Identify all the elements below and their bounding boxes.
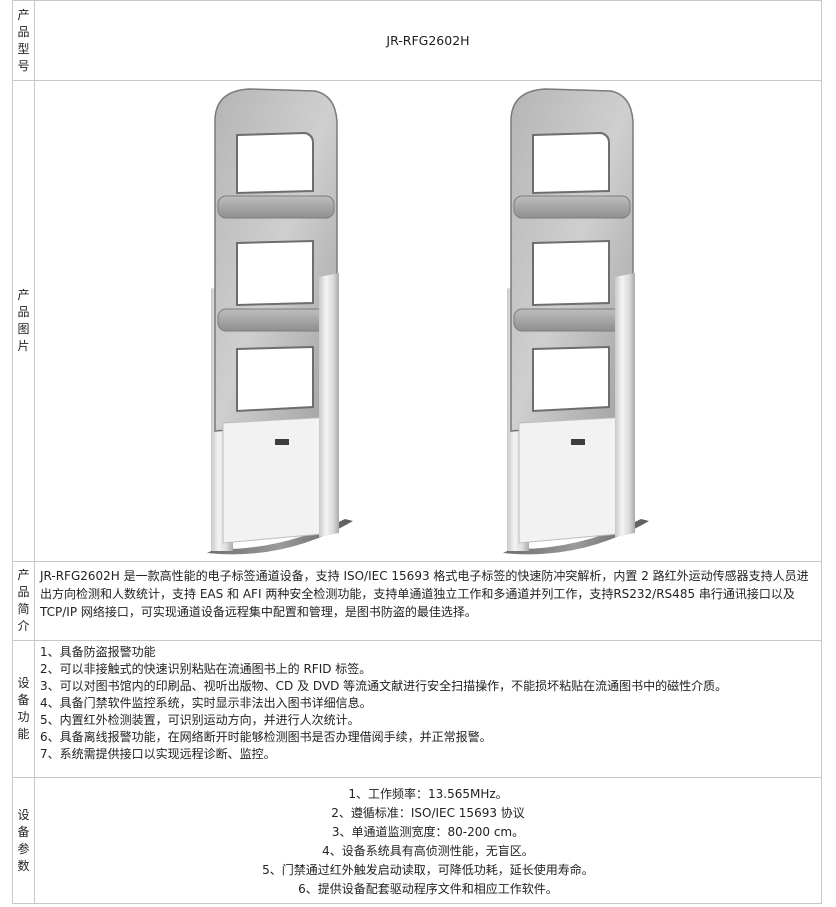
label-char: 设 <box>17 676 30 690</box>
label-char: 品 <box>17 305 30 319</box>
row-device-params: 设 备 参 数 1、工作频率：13.565MHz。 2、遵循标准：ISO/IEC… <box>12 777 822 904</box>
row-product-intro: 产 品 简 介 JR-RFG2602H 是一款高性能的电子标签通道设备，支持 I… <box>12 561 822 641</box>
label-char: 号 <box>17 58 30 73</box>
label-char: 片 <box>17 339 30 353</box>
function-item: 3、可以对图书馆内的印刷品、视听出版物、CD 及 DVD 等流通文献进行安全扫描… <box>40 679 728 693</box>
param-item: 2、遵循标准：ISO/IEC 15693 协议 <box>331 805 525 820</box>
label-char: 型 <box>17 41 30 56</box>
label-char: 品 <box>17 24 30 39</box>
label-char: 品 <box>17 585 30 599</box>
label-char: 设 <box>17 807 30 822</box>
param-item: 5、门禁通过红外触发启动读取，可降低功耗，延长使用寿命。 <box>262 862 594 877</box>
function-item: 5、内置红外检测装置，可识别运动方向，并进行人次统计。 <box>40 713 360 727</box>
function-item: 4、具备门禁软件监控系统，实时显示非法出入图书详细信息。 <box>40 696 372 710</box>
rfid-gate-pedestal-icon <box>207 88 649 555</box>
function-item: 1、具备防盗报警功能 <box>40 645 156 659</box>
param-item: 1、工作频率：13.565MHz。 <box>348 786 508 801</box>
device-functions-list: 1、具备防盗报警功能 2、可以非接触式的快速识别粘贴在流通图书上的 RFID 标… <box>34 640 822 778</box>
label-char: 功 <box>17 710 30 724</box>
param-item: 3、单通道监测宽度：80-200 cm。 <box>331 824 525 839</box>
product-spec-table: 产 品 型 号 JR-RFG2602H 产 品 图 片 <box>12 0 822 904</box>
row-product-image: 产 品 图 片 <box>12 80 822 562</box>
label-device-functions: 设 备 功 能 <box>12 640 35 778</box>
product-model-value: JR-RFG2602H <box>34 0 822 81</box>
label-char: 产 <box>17 568 30 582</box>
row-device-functions: 设 备 功 能 1、具备防盗报警功能 2、可以非接触式的快速识别粘贴在流通图书上… <box>12 640 822 778</box>
label-char: 产 <box>17 288 30 302</box>
gate-pedestal-left <box>207 88 353 555</box>
row-product-model: 产 品 型 号 JR-RFG2602H <box>12 0 822 81</box>
label-product-intro: 产 品 简 介 <box>12 561 35 641</box>
label-product-model: 产 品 型 号 <box>12 0 35 81</box>
label-device-params: 设 备 参 数 <box>12 777 35 904</box>
label-char: 数 <box>17 858 30 873</box>
product-intro-text: JR-RFG2602H 是一款高性能的电子标签通道设备，支持 ISO/IEC 1… <box>34 561 822 641</box>
device-params-list: 1、工作频率：13.565MHz。 2、遵循标准：ISO/IEC 15693 协… <box>34 777 822 904</box>
label-product-image: 产 品 图 片 <box>12 80 35 562</box>
gate-pedestal-right <box>503 88 649 555</box>
product-image <box>35 81 821 561</box>
label-char: 简 <box>17 602 30 616</box>
label-char: 图 <box>17 322 30 336</box>
function-item: 2、可以非接触式的快速识别粘贴在流通图书上的 RFID 标签。 <box>40 662 372 676</box>
product-image-cell <box>34 80 822 562</box>
label-char: 能 <box>17 727 30 741</box>
param-item: 6、提供设备配套驱动程序文件和相应工作软件。 <box>298 881 558 896</box>
label-char: 备 <box>17 824 30 839</box>
label-char: 介 <box>17 619 30 633</box>
label-char: 产 <box>17 7 30 22</box>
label-char: 参 <box>17 841 30 856</box>
param-item: 4、设备系统具有高侦测性能，无盲区。 <box>322 843 534 858</box>
function-item: 7、系统需提供接口以实现远程诊断、监控。 <box>40 747 276 761</box>
function-item: 6、具备离线报警功能，在网络断开时能够检测图书是否办理借阅手续，并正常报警。 <box>40 730 492 744</box>
label-char: 备 <box>17 693 30 707</box>
